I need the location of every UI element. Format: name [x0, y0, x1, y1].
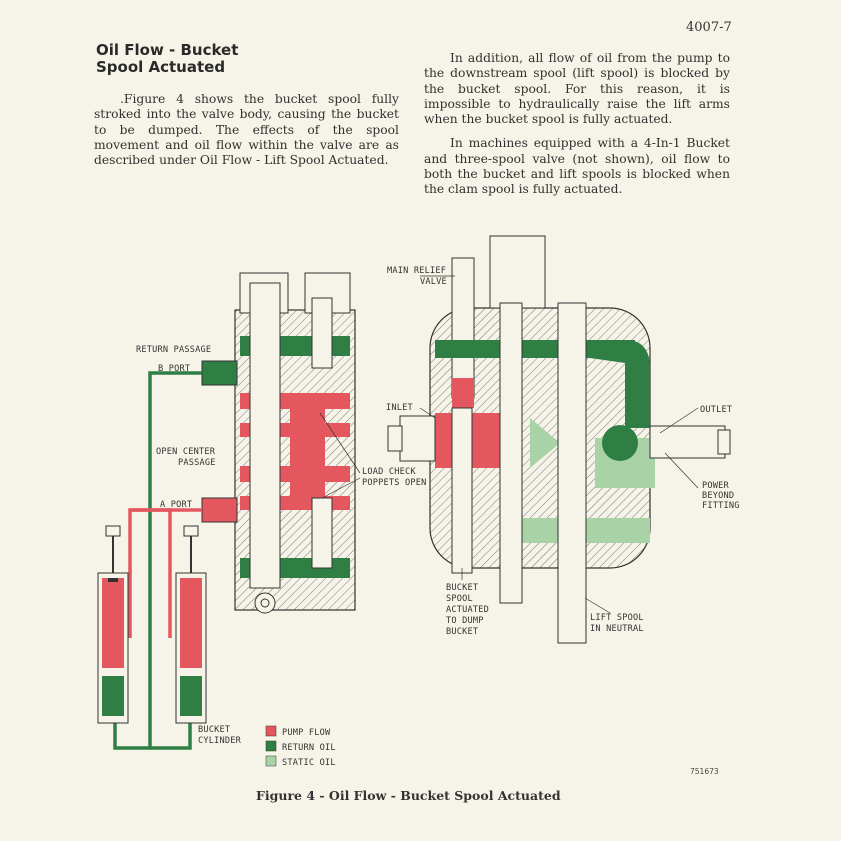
label-power-3: FITTING	[702, 501, 740, 511]
left-spool	[249, 282, 281, 589]
label-power-2: BEYOND	[702, 491, 734, 501]
label-load-check-1: LOAD CHECK	[362, 467, 416, 477]
label-bucket-spool-1: BUCKET	[446, 583, 478, 593]
label-a-port: A PORT	[160, 500, 192, 510]
label-return-passage: RETURN PASSAGE	[136, 345, 211, 355]
label-main-relief-1: MAIN RELIEF	[387, 266, 446, 276]
lift-spool	[557, 302, 587, 644]
legend: PUMP FLOW RETURN OIL STATIC OIL	[265, 725, 336, 768]
legend-swatch-static-oil	[265, 755, 277, 767]
legend-label-static-oil: STATIC OIL	[282, 758, 336, 768]
right-valve-section	[387, 235, 731, 644]
label-bucket-spool-2: SPOOL	[446, 594, 473, 604]
leader-lines	[319, 275, 699, 614]
section-title-line2: Spool Actuated	[96, 58, 226, 76]
right-column: In addition, all flow of oil from the pu…	[424, 51, 730, 207]
left-paragraph: .Figure 4 shows the bucket spool fully s…	[94, 92, 399, 168]
main-relief-valve	[451, 257, 475, 399]
page-number: 4007-7	[686, 20, 732, 35]
label-power-1: POWER	[702, 481, 729, 491]
left-column: .Figure 4 shows the bucket spool fully s…	[94, 92, 399, 177]
label-lift-spool-2: IN NEUTRAL	[590, 624, 644, 634]
label-lift-spool-1: LIFT SPOOL	[590, 613, 644, 623]
legend-label-return-oil: RETURN OIL	[282, 743, 336, 753]
bucket-spool	[451, 407, 473, 574]
label-bucket-cylinder-1: BUCKET	[198, 725, 230, 735]
hydraulic-lines	[113, 371, 202, 750]
figure-caption: Figure 4 - Oil Flow - Bucket Spool Actua…	[256, 788, 561, 803]
label-load-check-2: POPPETS OPEN	[362, 478, 427, 488]
drawing-code: 751673	[690, 767, 719, 776]
right-paragraph-2: In machines equipped with a 4-In-1 Bucke…	[424, 136, 730, 197]
label-bucket-spool-4: TO DUMP	[446, 616, 484, 626]
section-title: Oil Flow - Bucket Spool Actuated	[96, 42, 238, 76]
right-paragraph-1: In addition, all flow of oil from the pu…	[424, 51, 730, 127]
legend-swatch-pump-flow	[265, 725, 277, 737]
section-title-line1: Oil Flow - Bucket	[96, 41, 239, 59]
legend-swatch-return-oil	[265, 740, 277, 752]
bucket-cylinders	[97, 525, 207, 724]
label-bucket-spool-5: BUCKET	[446, 627, 478, 637]
label-bucket-cylinder-2: CYLINDER	[198, 736, 242, 746]
label-open-center-2: PASSAGE	[178, 458, 216, 468]
label-bucket-spool-3: ACTUATED	[446, 605, 489, 615]
legend-label-pump-flow: PUMP FLOW	[282, 728, 331, 738]
label-inlet: INLET	[386, 403, 413, 413]
label-b-port: B PORT	[158, 364, 190, 374]
hydraulic-diagram: RETURN PASSAGE B PORT OPEN CENTER PASSAG…	[97, 235, 740, 768]
left-valve-section	[201, 272, 356, 614]
label-outlet: OUTLET	[700, 405, 732, 415]
label-main-relief-2: VALVE	[420, 277, 447, 287]
label-open-center-1: OPEN CENTER	[156, 447, 216, 457]
outlet-fitting	[649, 425, 726, 459]
